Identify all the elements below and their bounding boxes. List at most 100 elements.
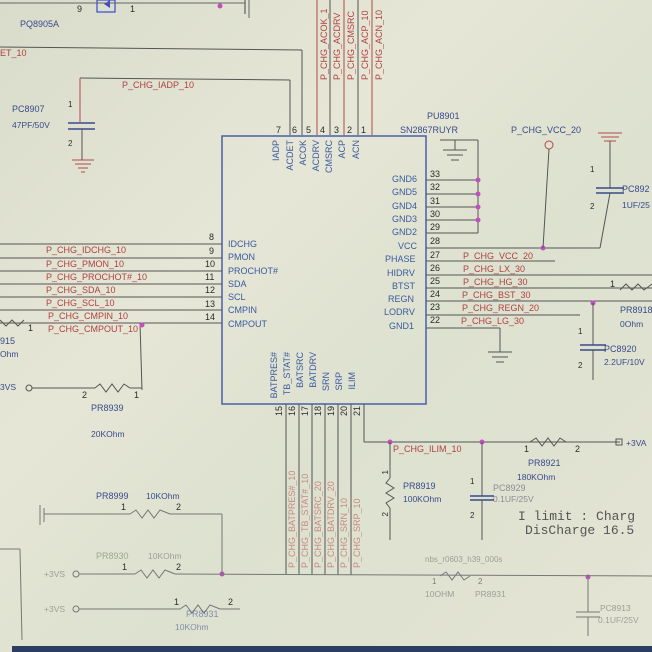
pin-name: VCC [398,241,418,251]
pin-number: 17 [300,406,310,417]
pin-name: ACDET [285,140,295,171]
pin-name: PROCHOT# [228,266,279,276]
pin-name: GND4 [392,201,418,211]
pin-number: 32 [430,182,441,192]
net-label: P_CHG_LX_30 [463,264,526,274]
pin-number: 10 [205,259,216,269]
pin-name: IDCHG [228,239,257,249]
junction-dot [217,3,223,9]
pin-name: SCL [228,292,246,302]
net-label: P_CHG_REGN_20 [462,303,540,313]
pin-number: 18 [313,406,323,417]
pin-name: CMSRC [324,140,334,173]
left-resistor-ref: 915 [0,336,16,346]
ilim-net-label: P_CHG_ILIM_10 [393,444,462,454]
rail-label-3vs: 3VS [0,382,17,392]
net-label: P_CHG_SRP_10 [352,498,362,568]
pr8921-pin2: 2 [575,444,581,454]
net-label: P_CHG_PROCHOT#_10 [46,272,148,282]
pin-name: GND6 [392,174,418,184]
pin-name: HIDRV [387,268,415,278]
mosfet-pin-right: 1 [130,4,136,14]
pr8930-ref: PR8930 [96,551,129,561]
pc8907-ref: PC8907 [12,104,45,114]
bottom-r-pin2: 2 [478,577,483,586]
pr8921-value: 180KOhm [517,472,556,482]
rail-label-3vs-2: +3VS [44,604,66,614]
pin-number: 5 [306,125,312,135]
pc8920-value: 2.2UF/10V [604,357,645,367]
pr8999-ref: PR8999 [96,491,129,501]
pin-number: 22 [430,315,441,325]
pr8939-pin2: 2 [82,390,88,400]
net-label-et: ET_10 [0,48,27,58]
pc8929-value: 0.1UF/25V [493,494,534,504]
net-label-acdrv: P_CHG_ACDRV [332,12,342,80]
pin-number: 14 [205,312,216,322]
rail-label-3va: +3VA [626,438,647,448]
pin-number: 11 [205,272,215,282]
pin-name: GND2 [392,227,418,237]
net-label: P_CHG_BATPRES#_10 [287,470,297,568]
net-label: P_CHG_BATSRC_20 [313,481,323,568]
chip-ref: PU8901 [427,111,460,121]
pr8930-value: 10KOhm [148,551,182,561]
pin-number: 8 [209,232,215,242]
pin-name: TB_STAT# [282,352,292,396]
pc8920-ref: PC8920 [604,344,637,354]
chip-outline [221,135,427,405]
pin-name: BTST [392,281,416,291]
pin-number: 21 [352,406,362,417]
pin-name: ILIM [347,372,357,390]
pr8919-pin1: 1 [381,470,390,475]
note-line2: DisCharge 16.5 [525,523,635,538]
mosfet-ref: PQ8905A [20,19,60,29]
net-label-acn: P_CHG_ACN_10 [374,9,384,80]
pin-number: 6 [292,125,298,135]
pr8919-ref: PR8919 [403,481,436,491]
pin-name: LODRV [384,307,415,317]
net-label: P_CHG_SCL_10 [46,298,115,308]
net-label-acok: P_CHG_ACOK_1 [319,8,329,80]
pc892-pin2: 2 [590,202,595,211]
pr8921-pin1: 1 [524,444,530,454]
bottom-r-pin1: 1 [432,577,437,586]
footprint-label: nbs_r0603_h39_000s [425,555,503,564]
pr8999-pin2: 2 [176,502,182,512]
pin-name: CMPOUT [228,319,267,329]
pin-number: 26 [430,263,441,273]
pr8930-pin2: 2 [176,562,182,572]
pr8999-pin1: 1 [121,502,127,512]
net-label: P_CHG_VCC_20 [463,251,534,261]
pin-number: 13 [205,299,216,309]
bottom-r-value: 10OHM [425,589,455,599]
pin-name: GND1 [389,321,415,331]
pr8931-pin2: 2 [228,597,234,607]
pin-number: 4 [320,125,326,135]
pc8913-ref: PC8913 [600,603,631,613]
pc8929-pin2: 2 [470,511,475,520]
pin-name: IADP [271,140,281,162]
pr8999-value: 10KOhm [146,491,180,501]
pc8929-pin1: 1 [470,477,475,486]
pin-number: 33 [430,169,441,179]
pr8931-ref: PR8931 [186,609,219,619]
pr8919-value: 100KOhm [403,494,442,504]
pin-number: 3 [334,125,340,135]
pin-name: ACOK [298,140,308,166]
pin-name: PHASE [385,254,416,264]
ground-symbol [72,159,94,173]
pc8920-pin2: 2 [578,361,583,370]
pin-number: 20 [339,406,349,417]
pin-name: ACP [337,140,347,159]
rail-label-3vs-1: +3VS [44,569,66,579]
net-label: P_CHG_HG_30 [463,277,528,287]
pin-number: 31 [430,196,441,206]
pin-name: CMPIN [228,305,257,315]
pin-name: GND5 [392,187,418,197]
pin-name: SRN [321,372,331,392]
pin-number: 9 [209,246,215,256]
net-label: P_CHG_PMON_10 [46,259,125,269]
